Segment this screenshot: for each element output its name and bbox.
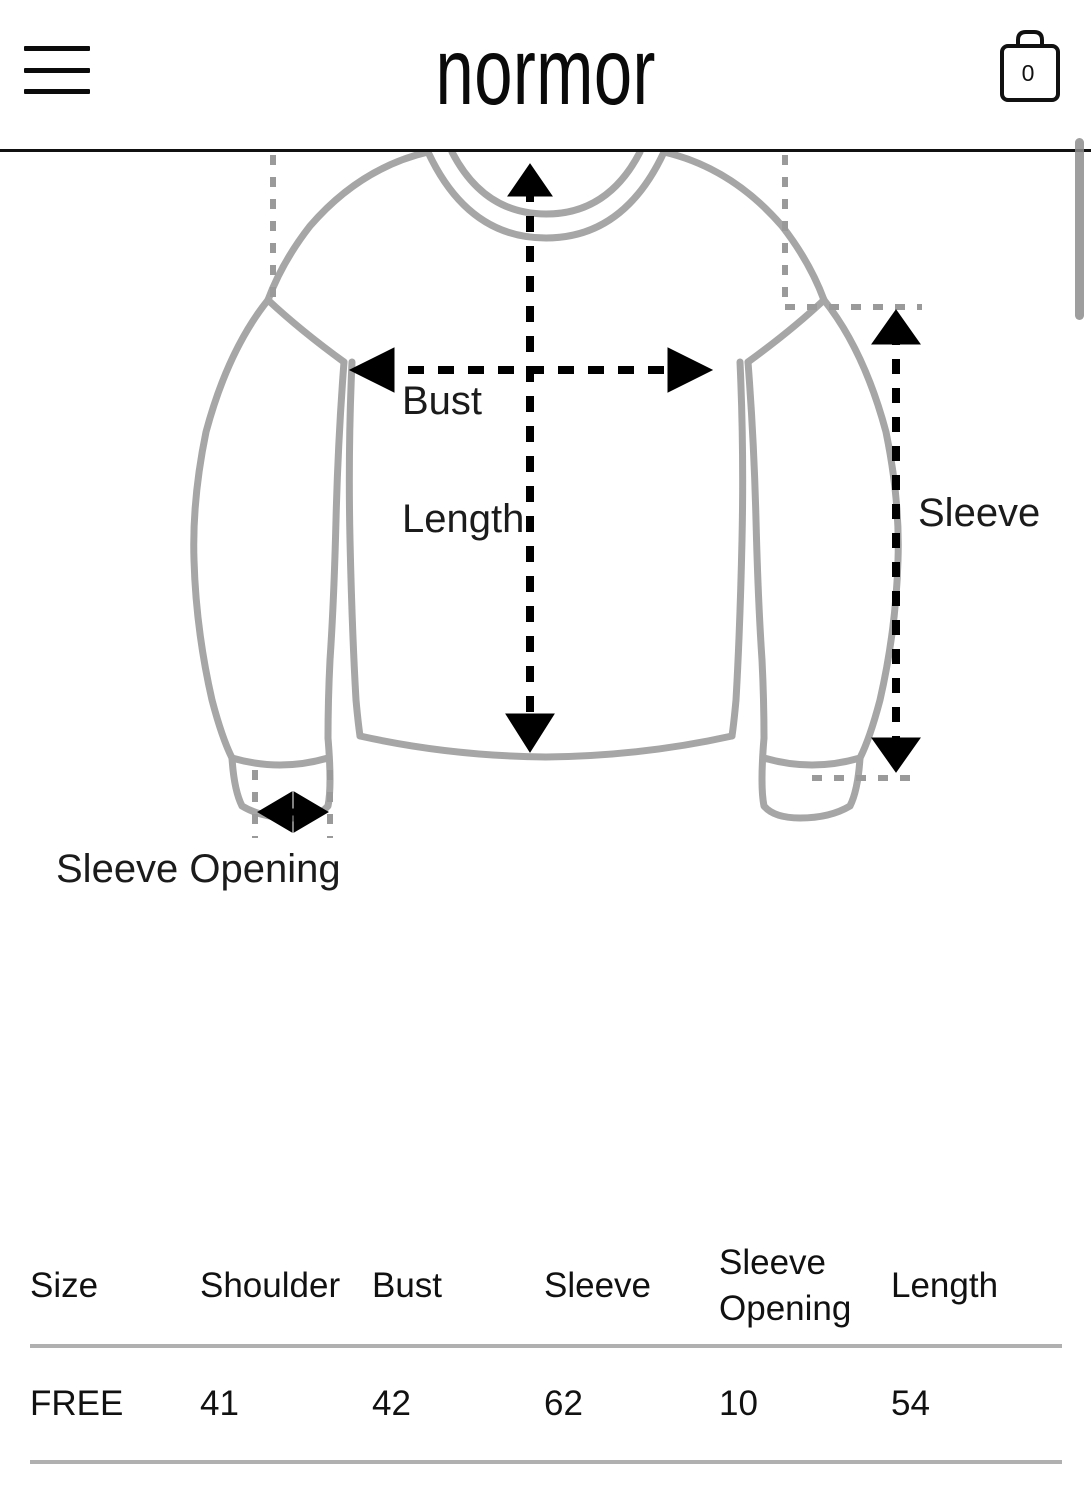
cell-size: FREE <box>30 1346 200 1465</box>
shopping-bag-icon <box>1000 30 1060 102</box>
length-arrowhead-top <box>507 163 553 197</box>
column-header-sleeve: Sleeve <box>544 1240 719 1349</box>
sleeve-arrowhead-top <box>871 309 921 345</box>
bust-arrowhead-right <box>667 347 714 393</box>
table-row: FREE 41 42 62 10 54 <box>30 1346 1062 1465</box>
length-arrowhead-bottom <box>505 713 555 753</box>
sleeve-opening-arrowhead-left <box>257 791 293 833</box>
cell-shoulder: 41 <box>200 1346 372 1465</box>
measurement-arrows <box>257 163 921 833</box>
logo-text: normor <box>435 19 656 125</box>
cart-button[interactable]: 0 <box>997 28 1063 102</box>
guide-lines <box>252 155 922 838</box>
bust-arrowhead-left <box>348 347 395 393</box>
site-header: normor 0 <box>0 0 1091 152</box>
table-header-row: Size Shoulder Bust Sleeve Sleeve Opening… <box>30 1240 1062 1349</box>
cell-length: 54 <box>891 1346 1062 1465</box>
length-label: Length <box>402 497 524 541</box>
menu-bar-top <box>24 46 90 51</box>
column-header-sleeve-opening: Sleeve Opening <box>719 1240 891 1349</box>
cell-sleeve: 62 <box>544 1346 719 1465</box>
cell-sleeve-opening: 10 <box>719 1346 891 1465</box>
menu-bar-bottom <box>24 89 90 94</box>
cell-bust: 42 <box>372 1346 544 1465</box>
vertical-scrollbar[interactable] <box>1075 138 1084 320</box>
bust-label: Bust <box>402 379 482 423</box>
measurement-diagram: Bust Length Sleeve Sleeve Opening <box>0 152 1091 912</box>
sweatshirt-diagram-svg: Bust Length Sleeve Sleeve Opening <box>56 152 1040 891</box>
column-header-shoulder: Shoulder <box>200 1240 372 1349</box>
column-header-length: Length <box>891 1240 1062 1349</box>
site-logo[interactable]: normor <box>0 0 1091 152</box>
size-chart-table: Size Shoulder Bust Sleeve Sleeve Opening… <box>30 1240 1062 1465</box>
garment-outline <box>190 152 902 822</box>
cart-count-badge: 0 <box>1021 59 1035 86</box>
sleeve-arrowhead-bottom <box>871 737 921 773</box>
sleeve-opening-label: Sleeve Opening <box>56 847 341 891</box>
sleeve-label: Sleeve <box>918 491 1040 535</box>
menu-bar-middle <box>24 67 90 73</box>
column-header-bust: Bust <box>372 1240 544 1349</box>
column-header-size: Size <box>30 1240 200 1349</box>
hamburger-menu-icon[interactable] <box>22 40 90 100</box>
sleeve-opening-arrowhead-right <box>293 791 329 833</box>
